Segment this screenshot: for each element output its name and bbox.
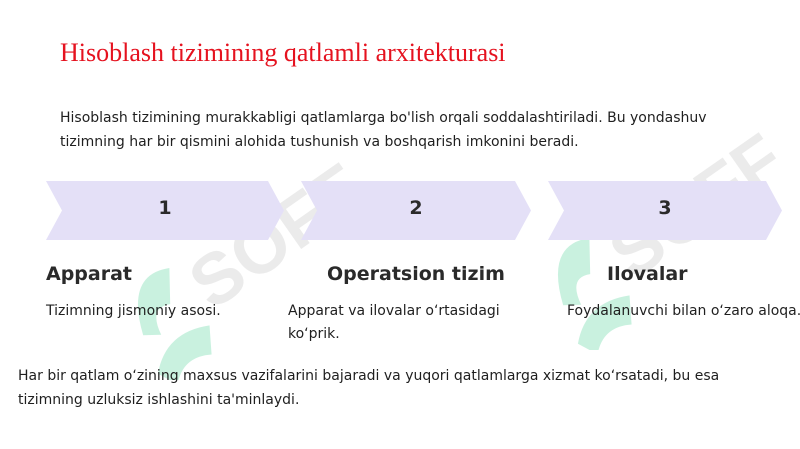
step-description-1: Tizimning jismoniy asosi. — [46, 303, 221, 319]
step-number: 3 — [658, 197, 672, 219]
step-heading-3: Ilovalar — [607, 263, 688, 285]
intro-paragraph: Hisoblash tizimining murakkabligi qatlam… — [60, 110, 707, 150]
step-number: 2 — [409, 197, 423, 219]
step-chevron-1: 1 — [46, 181, 284, 240]
step-number: 1 — [158, 197, 172, 219]
step-description-3: Foydalanuvchi bilan o‘zaro aloqa. — [567, 303, 800, 319]
step-heading-1: Apparat — [46, 263, 133, 285]
step-description-2: Apparat va ilovalar o‘rtasidagi ko‘prik. — [288, 303, 500, 342]
step-chevron-2: 2 — [301, 181, 531, 240]
outro-paragraph: Har bir qatlam o‘zining maxsus vazifalar… — [18, 368, 720, 408]
step-chevron-3: 3 — [548, 181, 782, 240]
step-heading-2: Operatsion tizim — [327, 263, 505, 285]
page-title: Hisoblash tizimining qatlamli arxitektur… — [60, 38, 506, 67]
